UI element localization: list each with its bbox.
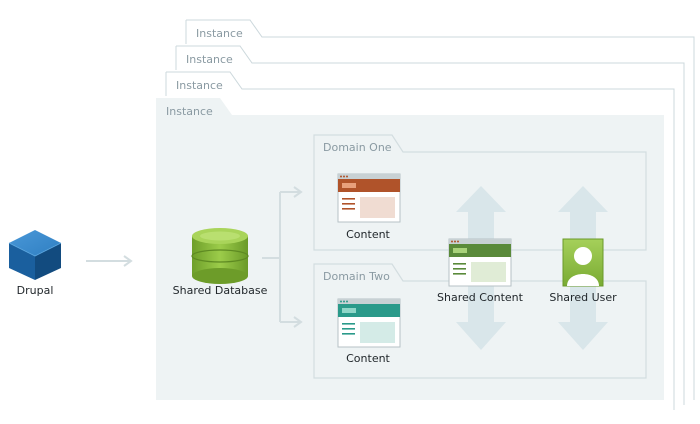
domain-two-content-label: Content — [346, 352, 390, 365]
shared-user-label: Shared User — [549, 291, 617, 304]
instance-label-3: Instance — [186, 53, 233, 66]
instance-layer-4: Instance — [185, 19, 695, 400]
instance-label-1: Instance — [166, 105, 213, 118]
drupal-cube-icon — [8, 230, 62, 280]
instance-layer-3: Instance — [175, 45, 685, 405]
database-to-domains-arrows — [262, 186, 303, 328]
instance-layer-2: Instance — [165, 71, 675, 410]
domain-two-label: Domain Two — [323, 270, 390, 283]
shared-database-label: Shared Database — [173, 284, 268, 297]
domain-one-content-window-icon — [337, 173, 401, 223]
database-icon — [191, 228, 249, 284]
user-icon — [562, 238, 604, 287]
drupal-label: Drupal — [17, 284, 54, 297]
domain-one-content-label: Content — [346, 228, 390, 241]
instance-label-4: Instance — [196, 27, 243, 40]
shared-content-label: Shared Content — [437, 291, 524, 304]
drupal-to-instance-arrow — [86, 255, 133, 267]
instance-label-2: Instance — [176, 79, 223, 92]
domain-two-content-window-icon — [337, 298, 401, 348]
domain-one-label: Domain One — [323, 141, 392, 154]
shared-content-window-icon — [448, 238, 512, 287]
